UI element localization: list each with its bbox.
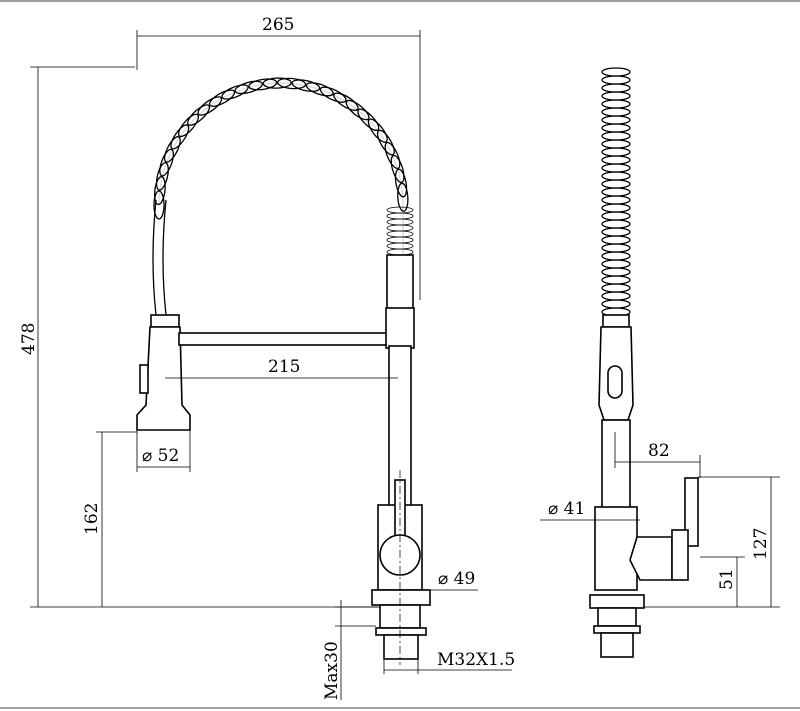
- dim-side-body-diameter: ⌀ 41: [548, 499, 585, 519]
- spring-coil-turn: [170, 124, 190, 150]
- spring-coil-turn: [159, 148, 175, 177]
- hose: [152, 199, 167, 316]
- spring-coil-turn: [601, 163, 631, 173]
- spring-coil-turn: [386, 230, 414, 238]
- spring-coil-turn: [601, 147, 631, 157]
- spring-coil-turn: [386, 236, 414, 244]
- spring-coil-turn: [601, 171, 631, 181]
- spring-coil-turn: [197, 96, 223, 116]
- dim-handle-reach: 82: [648, 441, 670, 461]
- spring-coil-turn: [319, 86, 347, 103]
- spout-bar: [178, 332, 388, 346]
- dim-spout-reach: 215: [268, 357, 300, 377]
- spring-coil-turn: [386, 242, 414, 250]
- dim-overall-height: 478: [19, 323, 39, 355]
- spring-coil-turn: [601, 179, 631, 189]
- spring-coil-turn: [386, 248, 414, 256]
- spring-coil-turn: [376, 129, 395, 156]
- side-body: [589, 419, 699, 658]
- spring-coil-turn: [386, 224, 414, 232]
- spring-coil-turn: [154, 176, 166, 206]
- spring-coil-turn: [601, 299, 631, 309]
- dim-body-diameter: ⌀ 49: [438, 569, 475, 589]
- dim-spray-head-height: 162: [82, 503, 102, 535]
- spring-coil-turn: [601, 283, 631, 293]
- spring-coil-turn: [221, 84, 249, 100]
- spring-coil-turn: [601, 291, 631, 301]
- spring-coil-turn: [601, 83, 631, 93]
- spring-coil-turn: [187, 104, 211, 126]
- spring-coil-turn: [208, 89, 236, 107]
- spring-coil-turn: [601, 99, 631, 109]
- spring-coil-turn: [601, 195, 631, 205]
- spring-coil-turn: [601, 131, 631, 141]
- spring-coil-turn: [601, 251, 631, 261]
- mounting-nut: [375, 627, 427, 636]
- spring-coil-turn: [262, 77, 292, 89]
- side-handle: [629, 536, 673, 581]
- spring-coil-turn: [601, 107, 631, 117]
- side-handle-lever: [684, 477, 699, 547]
- dim-handle-top-height: 127: [751, 528, 771, 560]
- spring-coil-turn: [345, 99, 370, 121]
- spring-coil-turn: [601, 211, 631, 221]
- front-view: 265 478 215 ⌀ 52 162 ⌀ 49 Max30 M32X1.5: [19, 15, 515, 700]
- spring-coil-turn: [386, 212, 414, 220]
- dim-spray-head-diameter: ⌀ 52: [142, 446, 179, 466]
- spring-coil-turn: [601, 155, 631, 165]
- spring-coil-turn: [177, 113, 200, 138]
- base-plate: [371, 589, 431, 606]
- spring-coil-turn: [397, 182, 409, 212]
- spring-coil-turn: [291, 79, 321, 92]
- spring-coil-turn: [601, 203, 631, 213]
- spring-coil-turn: [601, 115, 631, 125]
- side-view: 82 ⌀ 41 127 51: [540, 67, 780, 658]
- spring-coil-turn: [601, 227, 631, 237]
- spring-coil-turn: [357, 108, 380, 132]
- spring-coil-turn: [367, 118, 388, 143]
- faucet-body: [371, 254, 431, 665]
- spring-coil-turn: [601, 67, 631, 77]
- side-spray-head: [598, 314, 634, 421]
- spring-coil-turn: [386, 218, 414, 226]
- dim-overall-width: 265: [262, 15, 294, 35]
- spring-coil-turn: [601, 75, 631, 85]
- spring-coil-turn: [234, 80, 263, 95]
- spring-coil-turn: [601, 187, 631, 197]
- spring-coil-turn: [333, 92, 359, 111]
- spring-coil-turn: [601, 275, 631, 285]
- spring-coil-turn: [601, 139, 631, 149]
- spring-coil-turn: [394, 168, 408, 198]
- thread-lower: [383, 634, 419, 660]
- spring-coil-turn: [601, 267, 631, 277]
- spring-coil-turn: [155, 162, 169, 191]
- spring-coil-turn: [384, 141, 401, 170]
- spring-coil-turn: [601, 235, 631, 245]
- spring-coil-front: [153, 77, 414, 310]
- spring-coil-turn: [601, 91, 631, 101]
- dim-thread: M32X1.5: [437, 650, 515, 670]
- spring-coil-turn: [601, 259, 631, 269]
- spring-coil-turn: [153, 190, 165, 220]
- spring-coil-turn: [276, 77, 307, 90]
- spring-coil-turn: [248, 78, 278, 91]
- spring-coil-turn: [390, 154, 405, 184]
- dim-max-deck-thickness: Max30: [322, 641, 342, 700]
- spring-coil-turn: [601, 243, 631, 253]
- spring-coil-turn: [305, 82, 334, 97]
- spring-coil-turn: [601, 219, 631, 229]
- spring-coil-side: [601, 67, 631, 317]
- spring-coil-turn: [163, 136, 181, 163]
- spring-coil-turn: [601, 123, 631, 133]
- dim-handle-pivot-height: 51: [717, 568, 737, 590]
